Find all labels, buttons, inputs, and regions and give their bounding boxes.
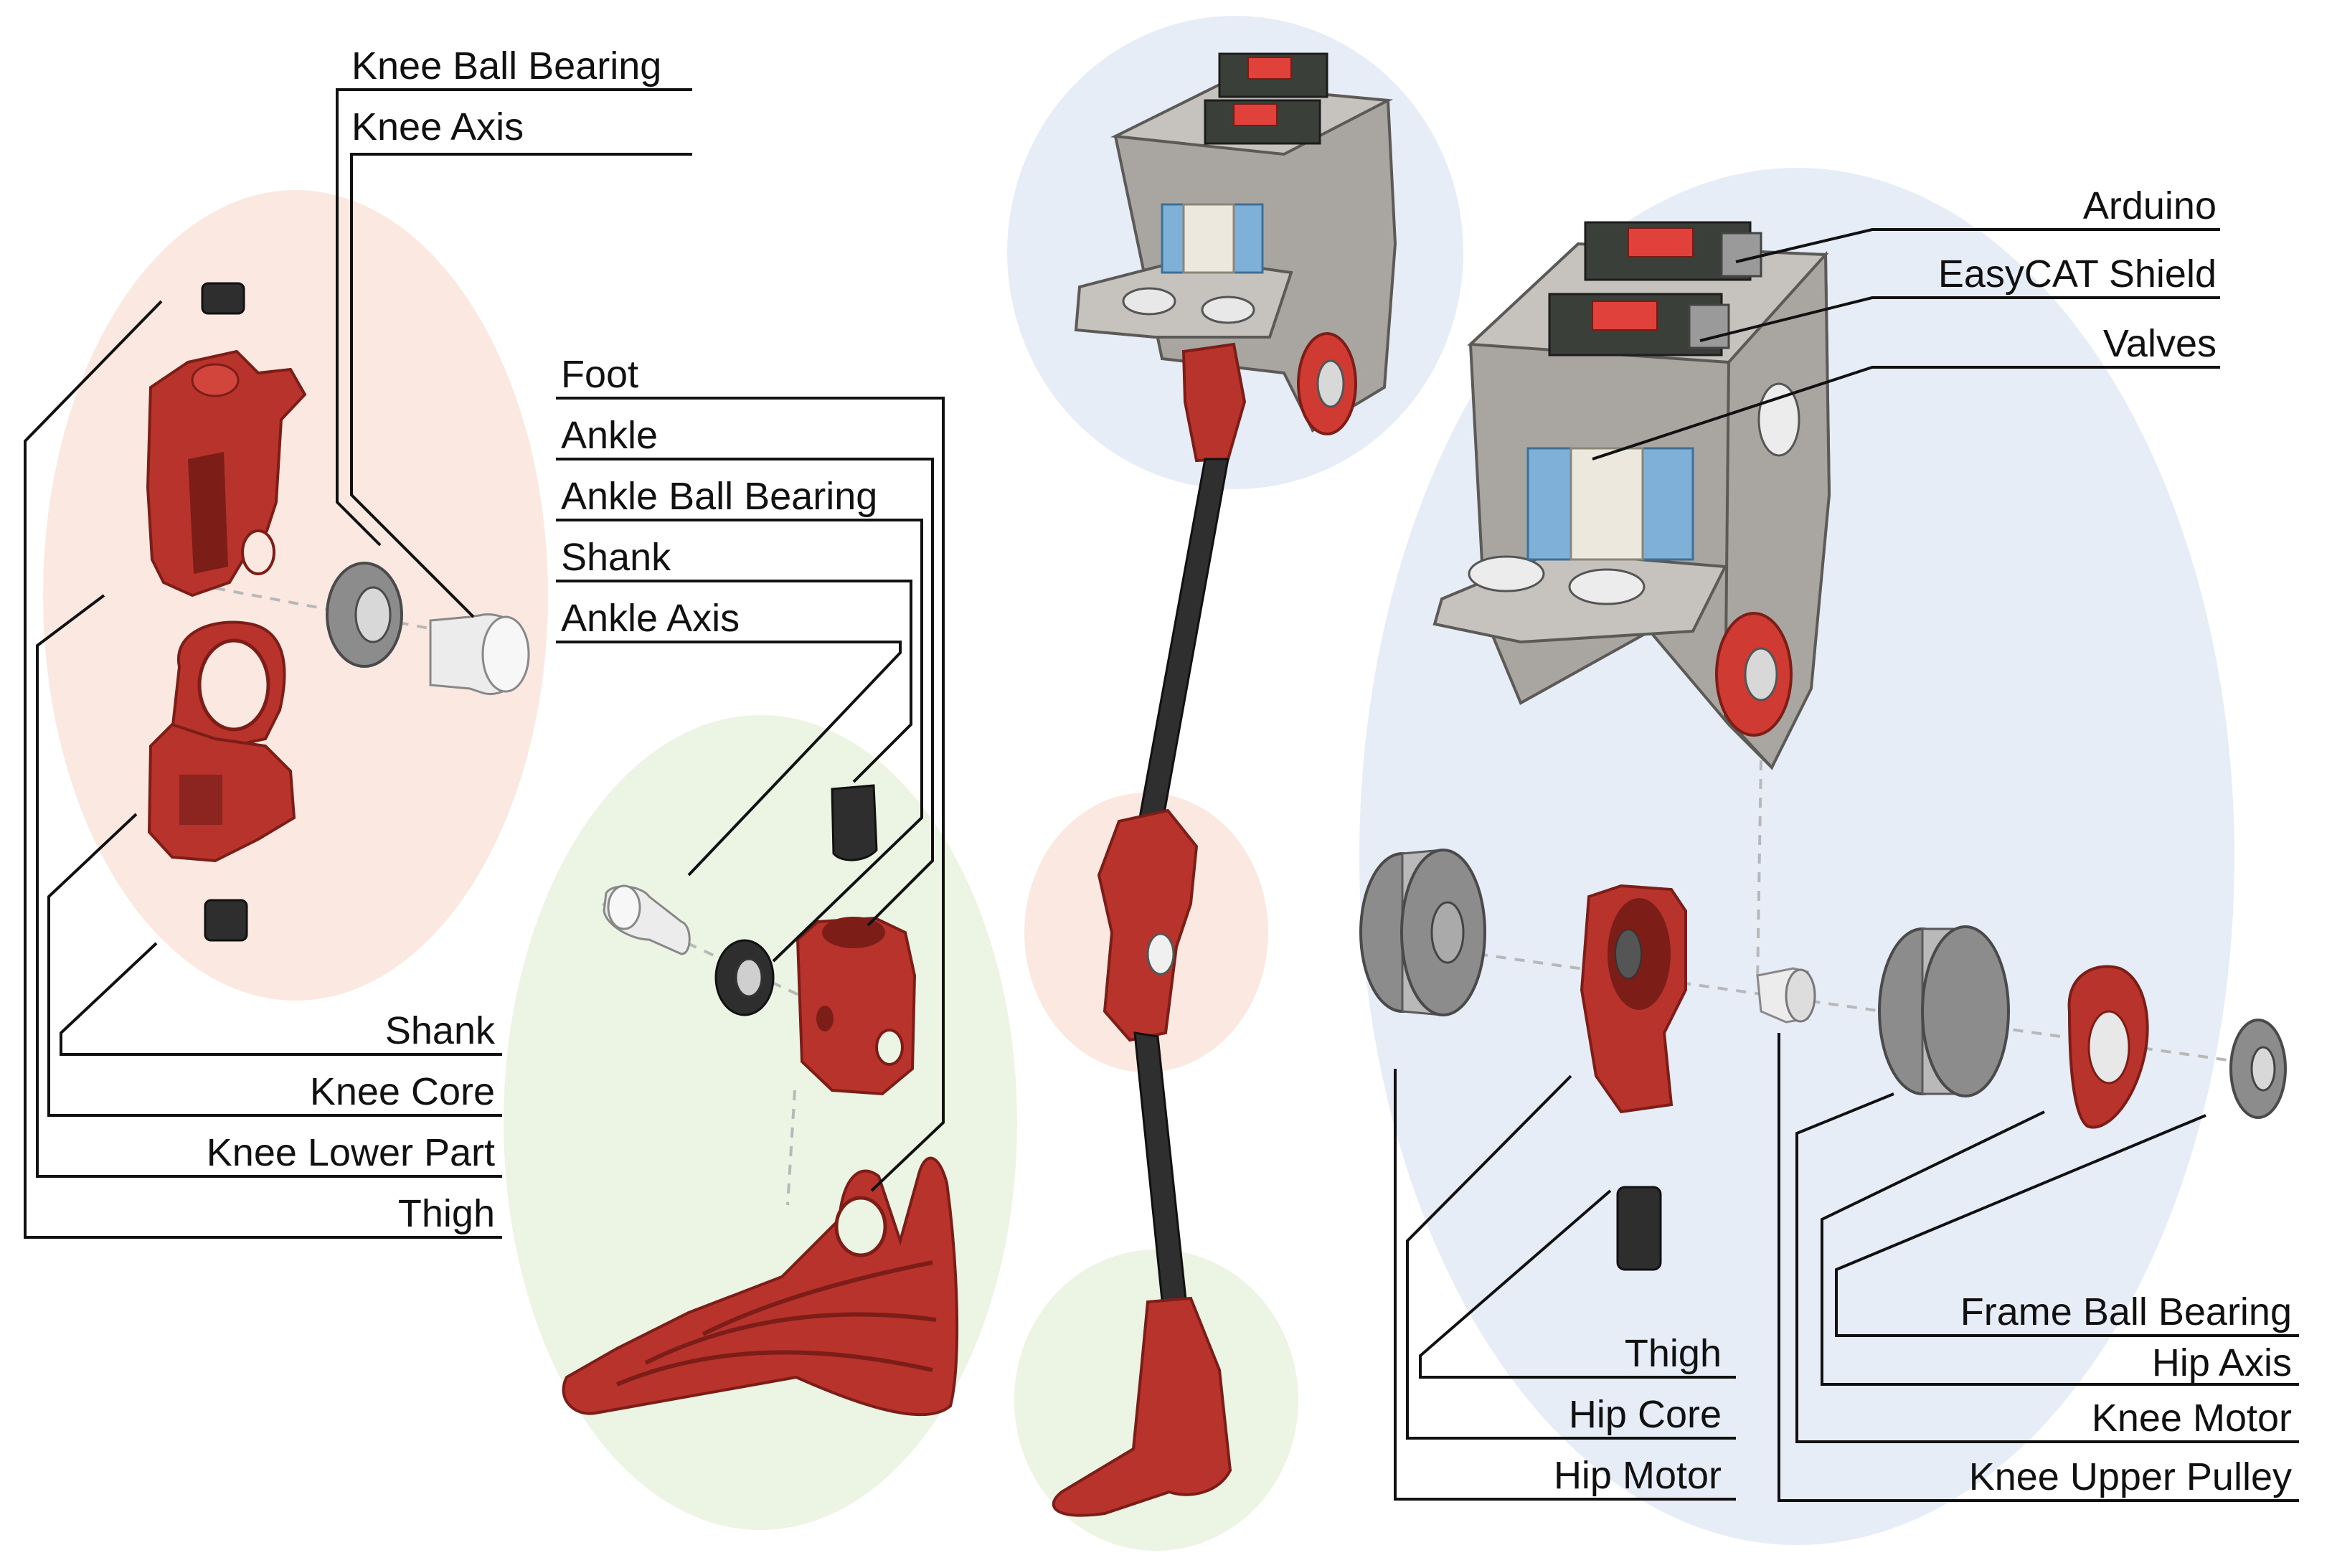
foot-runner-3 [702, 1260, 933, 1336]
label-arduino: Arduino [2083, 184, 2217, 227]
lead-knee-ball-bearing [336, 88, 692, 547]
label-foot-shank: Shank [561, 536, 671, 579]
knee-assembled [1097, 808, 1199, 1042]
frame-board-2-red [1233, 103, 1278, 126]
hip-easycat-red [1592, 301, 1658, 331]
ankle-front-hole [816, 1006, 834, 1031]
frame-board-1-red [1247, 57, 1292, 80]
label-hip-core: Hip Core [1569, 1393, 1722, 1436]
frame-ball-bearing-inner [2250, 1046, 2276, 1092]
knee-upper-pin [201, 282, 245, 315]
ankle-axis-face [607, 884, 641, 930]
thigh-bore [191, 363, 240, 397]
foot-runner-1 [615, 1350, 933, 1387]
lead-hip-thigh [1419, 1189, 1736, 1379]
thigh-eye [241, 529, 275, 575]
lead-arduino [1735, 228, 2220, 263]
knee-region-ellipse [43, 190, 548, 1001]
knee-ball-bearing-inner [354, 586, 392, 643]
label-knee-upper-pulley: Knee Upper Pulley [1969, 1455, 2292, 1498]
foot-exploded-group [562, 784, 959, 1417]
lead-hip-axis [1821, 1110, 2299, 1386]
label-ankle-ball-bearing: Ankle Ball Bearing [561, 475, 877, 518]
knee-lower-pin [204, 899, 248, 942]
hip-shelf-hole-1 [1468, 555, 1545, 592]
foot-heel-eye [834, 1196, 887, 1257]
lead-frame-ball-bearing [1835, 1114, 2299, 1337]
label-foot: Foot [561, 353, 638, 396]
thigh-part [146, 349, 307, 598]
knee-upper-pulley-hub [2087, 1010, 2130, 1085]
hip-frame-pulley-hub [1744, 647, 1778, 702]
ankle-side-hole [875, 1029, 904, 1066]
thigh-slot [188, 452, 228, 574]
thigh-tube [1138, 458, 1229, 826]
lead-ankle [556, 458, 934, 927]
ankle-bore [822, 917, 885, 948]
lead-knee-motor [1795, 1092, 2299, 1443]
hip-axis-face [1785, 968, 1816, 1023]
knee-motor-face [1921, 925, 2010, 1097]
knee-core-slot [179, 775, 222, 825]
frame-valves-body [1182, 203, 1235, 274]
lead-knee-lower-part [36, 594, 502, 1178]
lead-knee-upper-pulley [1778, 1033, 2299, 1502]
hip-motor-hub [1430, 901, 1465, 964]
frame-pulley-hub [1316, 359, 1345, 408]
lead-ankle-axis [556, 641, 902, 877]
hip-arduino-red [1628, 227, 1694, 258]
lead-shank [60, 942, 502, 1056]
label-knee-axis: Knee Axis [351, 105, 524, 148]
hip-core-bore-inner [1615, 929, 1642, 979]
hip-connector-2 [1688, 303, 1730, 349]
label-knee-shank: Shank [385, 1009, 496, 1052]
lead-knee-axis [350, 153, 692, 618]
label-ankle-axis: Ankle Axis [561, 597, 740, 640]
frame-shelf-hole-2 [1201, 296, 1255, 324]
label-knee-motor: Knee Motor [2092, 1397, 2292, 1440]
knee-assembled-axis [1146, 932, 1175, 976]
foot-shank-pin [831, 784, 878, 861]
leader-lines [24, 88, 2299, 1502]
label-easycat-shield: EasyCAT Shield [1938, 252, 2217, 296]
hip-shelf-hole-2 [1568, 568, 1646, 605]
knee-axis-face [481, 615, 530, 693]
foot-assembled [1052, 1296, 1232, 1517]
label-knee-ball-bearing: Knee Ball Bearing [351, 44, 661, 88]
foot-runner-2 [644, 1312, 937, 1365]
ankle-ball-bearing-inner [735, 958, 763, 998]
lead-knee-core [47, 813, 502, 1117]
lead-valves [1592, 366, 2220, 461]
hip-valves-body [1569, 447, 1644, 561]
hip-connector-1 [1720, 232, 1762, 278]
lead-foot [556, 397, 945, 1192]
hip-frame-group [1359, 221, 2287, 1271]
label-hip-thigh: Thigh [1625, 1332, 1722, 1375]
foot-vertical-dashline [786, 1090, 796, 1206]
knee-lower-ring [197, 638, 270, 732]
lead-ankle-ball-bearing [556, 519, 923, 963]
frame-shelf-hole-1 [1122, 287, 1176, 316]
lead-thigh [24, 300, 502, 1239]
label-valves: Valves [2103, 322, 2217, 365]
lead-easycat-shield [1699, 296, 2220, 342]
label-frame-ball-bearing: Frame Ball Bearing [1960, 1290, 2292, 1333]
lead-foot-shank [556, 580, 912, 783]
lead-hip-motor [1394, 1069, 1736, 1501]
label-ankle: Ankle [561, 414, 658, 457]
label-knee-thigh: Thigh [398, 1192, 495, 1235]
label-knee-lower-part: Knee Lower Part [207, 1131, 495, 1174]
knee-exploded-group [146, 282, 530, 942]
label-hip-motor: Hip Motor [1554, 1454, 1722, 1497]
label-knee-core: Knee Core [310, 1070, 495, 1113]
assembled-leg [1052, 52, 1397, 1517]
lead-hip-core [1406, 1075, 1736, 1440]
hip-thigh-pin [1616, 1186, 1662, 1271]
labels: Knee Ball Bearing Knee Axis Shank Knee C… [207, 44, 2292, 1498]
label-hip-axis: Hip Axis [2152, 1341, 2292, 1384]
